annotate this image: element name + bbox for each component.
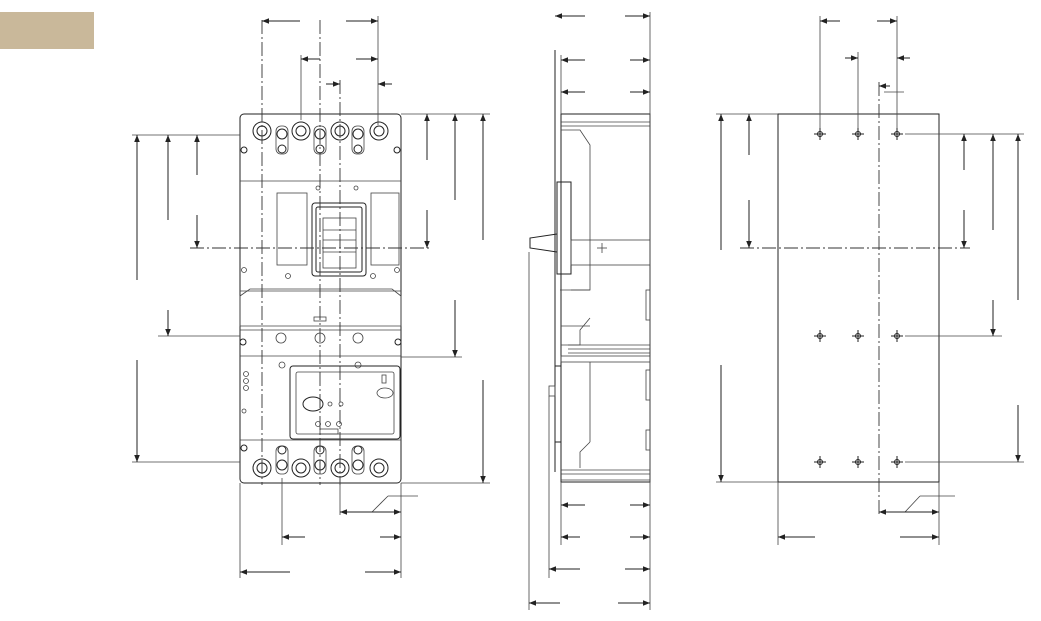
mounting-hole-pattern (716, 16, 1024, 545)
mounting-outline (778, 114, 939, 482)
breaker-body-outline (240, 114, 401, 483)
side-view (529, 12, 650, 610)
front-view (132, 16, 490, 578)
side-handle-lever (530, 234, 557, 252)
side-body-outline (561, 114, 650, 482)
